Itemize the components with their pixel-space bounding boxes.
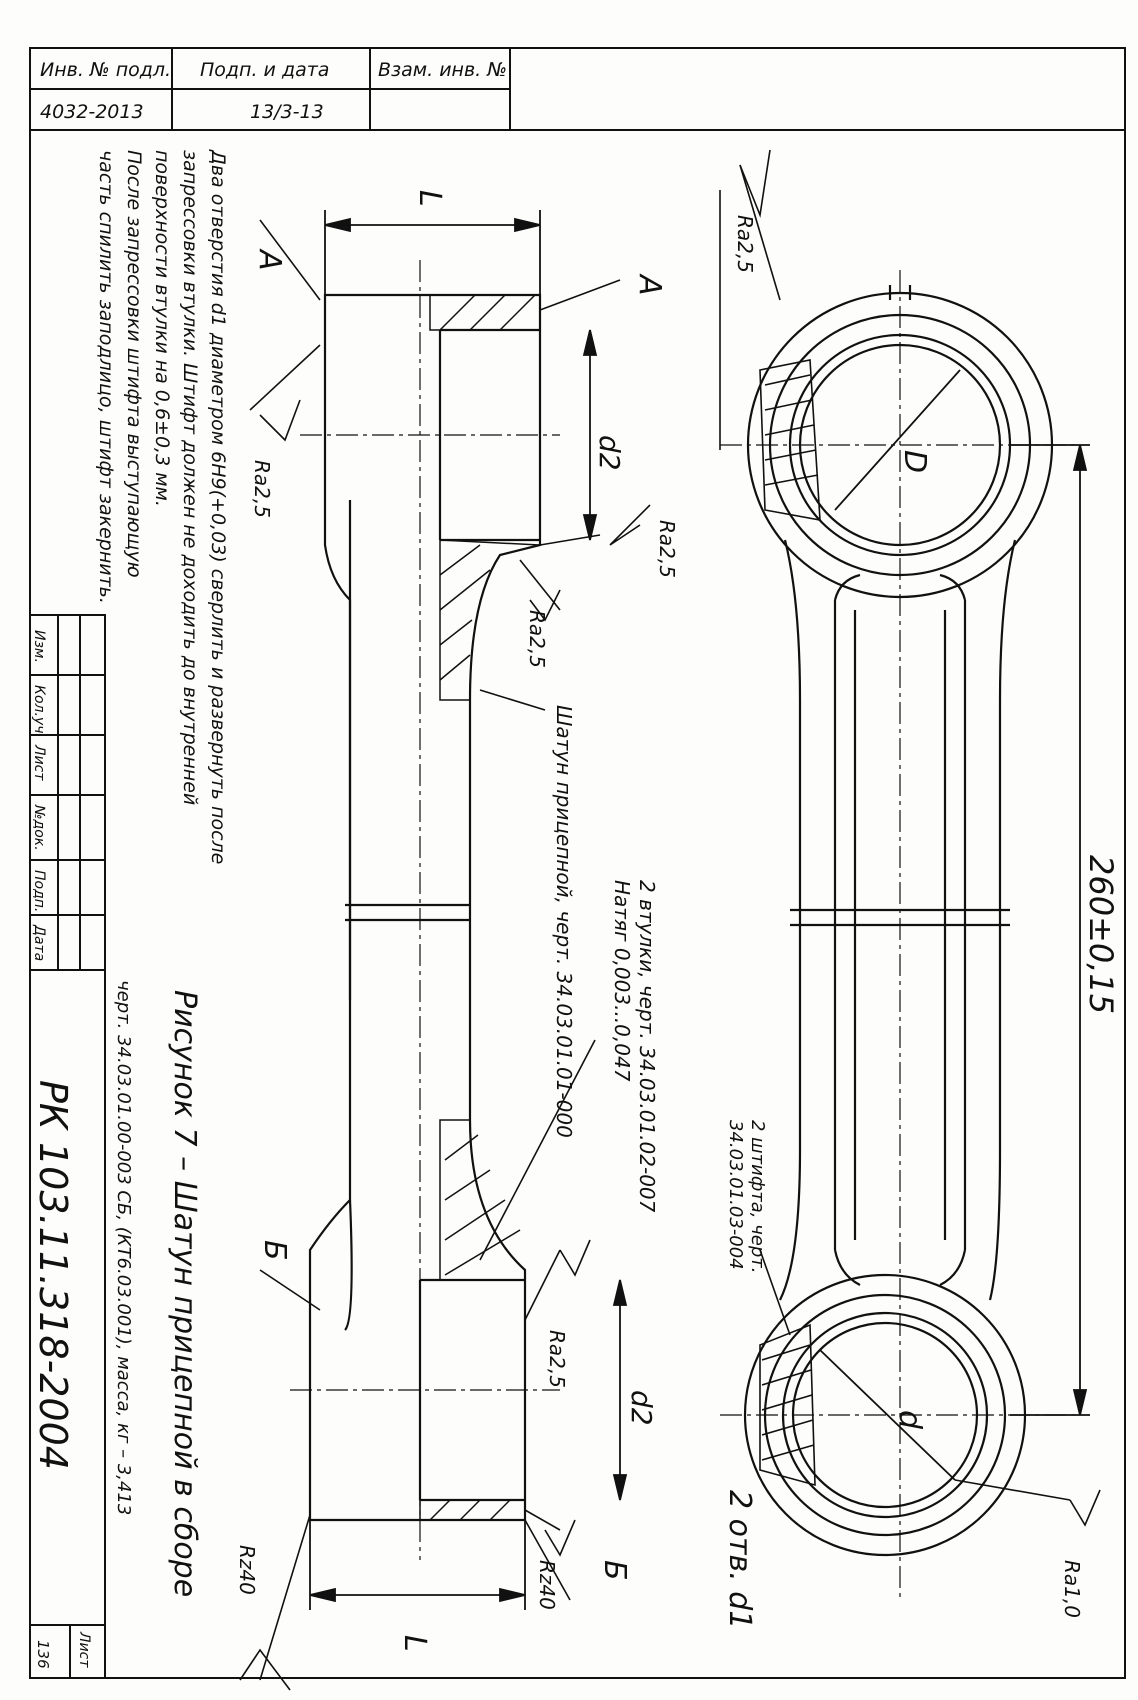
rod-section-view: [308, 293, 542, 1522]
figure-subcaption: черт. 34.03.01.00-003 СБ, (КТ6.03.001), …: [113, 980, 134, 1515]
callout-bushings-1: 2 втулки, черт. 34.03.01.02-007: [635, 880, 659, 1213]
figure-caption: Рисунок 7 – Шатун прицепной в сборе: [167, 990, 202, 1597]
rz40-left: Rz40: [235, 1545, 259, 1595]
centerlines-section: [290, 260, 560, 1560]
dim-d-upper: D: [897, 450, 932, 473]
stamp-col-podp: Подп.: [31, 870, 47, 912]
header-inv-value: 4032-2013: [40, 101, 144, 123]
ra25-top-right: Ra2,5: [733, 215, 757, 273]
section-a-right-label: А: [632, 273, 667, 296]
note-line-1: Два отверстия d1 диаметром 6H9(+0,03) св…: [207, 149, 229, 864]
note-line-2: запрессовки втулки. Штифт должен не дохо…: [179, 150, 201, 805]
callout-pins-2: 34.03.01.03-004: [725, 1120, 746, 1270]
stamp-col-ndok: №док.: [31, 804, 47, 851]
sheet-label: Лист: [76, 1631, 92, 1668]
dim-d-lower: d: [892, 1410, 927, 1430]
rz40-right: Rz40: [535, 1560, 559, 1610]
header-date-value: 13/3-13: [250, 101, 324, 123]
section-b-left-label: Б: [257, 1240, 292, 1261]
roughness-symbols: [239, 149, 1101, 1691]
callout-rod-part: Шатун прицепной, черт. 34.03.01.01-000: [552, 705, 576, 1138]
ra25-left: Ra2,5: [250, 460, 274, 518]
stamp-col-list: Лист: [31, 744, 47, 781]
dim-L-lines: [309, 210, 628, 1610]
leader-lines: [249, 164, 1071, 1681]
dim-l-bottom: L: [397, 1635, 432, 1652]
header-podp-label: Подп. и дата: [200, 59, 329, 81]
dim-length-260: 260±0,15: [1082, 855, 1120, 1014]
section-b-right-label: Б: [597, 1560, 632, 1581]
header-inv-label: Инв. № подл.: [40, 59, 171, 81]
note-line-3: поверхности втулки на 0,6±0,3 мм.: [151, 150, 173, 507]
section-a-top-label: А: [252, 248, 287, 271]
ra25-bottom: Ra2,5: [545, 1330, 569, 1388]
callout-bushings-2: Натяг 0,003...0,047: [610, 880, 634, 1082]
note-line-5: часть спилить заподлицо, штифт закернить…: [95, 150, 117, 604]
stamp-col-izm: Изм.: [31, 630, 47, 663]
dim-d2-bottom: d2: [625, 1390, 658, 1426]
technical-notes: Два отверстия d1 диаметром 6H9(+0,03) св…: [95, 149, 229, 864]
approval-boxes: [29, 47, 511, 131]
ra25-mid: Ra2,5: [655, 520, 679, 578]
sheet-number: 136: [34, 1640, 52, 1669]
dim-arrows-top: [819, 369, 1090, 1481]
ra10-label: Ra1,0: [1060, 1560, 1084, 1618]
header-vzam-label: Взам. инв. №: [378, 59, 507, 81]
callout-pins-1: 2 штифта, черт.: [747, 1120, 768, 1274]
stamp-col-koluch: Кол.уч: [31, 685, 47, 733]
hatched-bushing-top: [759, 359, 821, 1487]
doc-code: РК 103.11.318-2004: [31, 1080, 75, 1470]
svg-labels: А А Б Б L L d2 d2 D d 260±0,15 2 отв. d1…: [31, 59, 1120, 1669]
stamp-col-data: Дата: [31, 924, 47, 961]
holes-label: 2 отв. d1: [722, 1490, 757, 1629]
title-block: [29, 614, 106, 1679]
dim-l-top: L: [412, 190, 447, 207]
note-line-4: После запрессовки штифта выступающую: [123, 150, 145, 578]
dim-d2-top: d2: [593, 435, 626, 471]
hatched-section: [419, 294, 541, 1521]
ra25-fillet: Ra2,5: [525, 610, 549, 668]
rod-top-view: [743, 285, 1054, 1557]
